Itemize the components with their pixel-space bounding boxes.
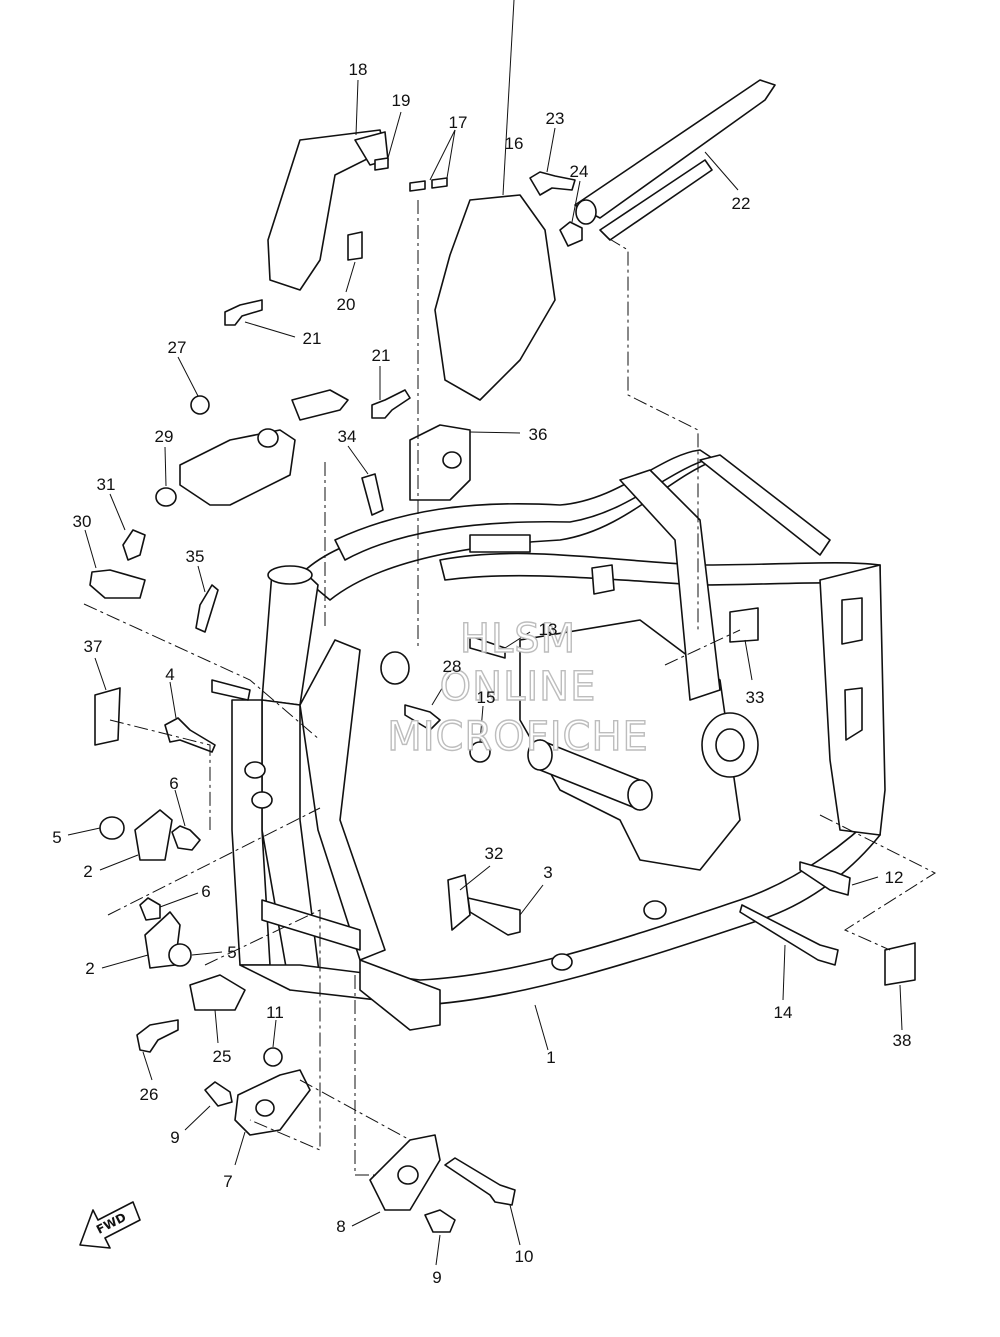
callout-33: 33 bbox=[746, 688, 765, 707]
callout-7: 7 bbox=[223, 1172, 232, 1191]
callout-28: 28 bbox=[443, 657, 462, 676]
watermark: HLSM ONLINE MICROFICHE bbox=[386, 615, 649, 760]
callout-31: 31 bbox=[97, 475, 116, 494]
callout-21: 21 bbox=[303, 329, 322, 348]
callout-35: 35 bbox=[186, 547, 205, 566]
watermark-line-1: HLSM bbox=[460, 616, 576, 662]
watermark-line-2: ONLINE bbox=[440, 664, 597, 710]
callout-17: 17 bbox=[449, 113, 468, 132]
callout-2: 2 bbox=[83, 862, 92, 881]
watermark-line-3: MICROFICHE bbox=[387, 714, 649, 760]
callout-18: 18 bbox=[349, 60, 368, 79]
callout-1: 1 bbox=[546, 1048, 555, 1067]
callout-11: 11 bbox=[266, 1003, 284, 1022]
callout-5: 5 bbox=[227, 943, 236, 962]
callout-38: 38 bbox=[893, 1031, 912, 1050]
callout-9: 9 bbox=[432, 1268, 441, 1287]
callout-37: 37 bbox=[84, 637, 103, 656]
callout-26: 26 bbox=[140, 1085, 159, 1104]
main-frame bbox=[211, 449, 886, 1031]
callout-10: 10 bbox=[515, 1247, 534, 1266]
callout-34: 34 bbox=[338, 427, 357, 446]
leader-lines bbox=[67, 0, 903, 1266]
callout-14: 14 bbox=[774, 1003, 793, 1022]
callout-22: 22 bbox=[732, 194, 751, 213]
callout-8: 8 bbox=[336, 1217, 345, 1236]
callout-2: 2 bbox=[85, 959, 94, 978]
callout-23: 23 bbox=[546, 109, 565, 128]
callout-4: 4 bbox=[165, 665, 174, 684]
callout-13: 13 bbox=[539, 620, 558, 639]
callout-numbers: 1 2 2 3 4 5 5 6 6 7 8 9 9 10 11 12 13 14… bbox=[52, 60, 911, 1287]
small-parts bbox=[89, 79, 916, 1233]
callout-21: 21 bbox=[372, 346, 391, 365]
callout-36: 36 bbox=[529, 425, 548, 444]
callout-30: 30 bbox=[73, 512, 92, 531]
callout-27: 27 bbox=[168, 338, 187, 357]
callout-20: 20 bbox=[337, 295, 356, 314]
callout-24: 24 bbox=[570, 162, 589, 181]
assembly-chain-lines bbox=[83, 200, 937, 1176]
callout-9: 9 bbox=[170, 1128, 179, 1147]
callout-16: 16 bbox=[505, 134, 524, 153]
callout-12: 12 bbox=[885, 868, 904, 887]
callout-29: 29 bbox=[155, 427, 174, 446]
callout-25: 25 bbox=[213, 1047, 232, 1066]
callout-6: 6 bbox=[201, 882, 210, 901]
callout-6: 6 bbox=[169, 774, 178, 793]
callout-5: 5 bbox=[52, 828, 61, 847]
callout-32: 32 bbox=[485, 844, 504, 863]
callout-3: 3 bbox=[543, 863, 552, 882]
fwd-arrow: FWD bbox=[79, 1201, 141, 1249]
callout-19: 19 bbox=[392, 91, 411, 110]
callout-15: 15 bbox=[477, 688, 496, 707]
